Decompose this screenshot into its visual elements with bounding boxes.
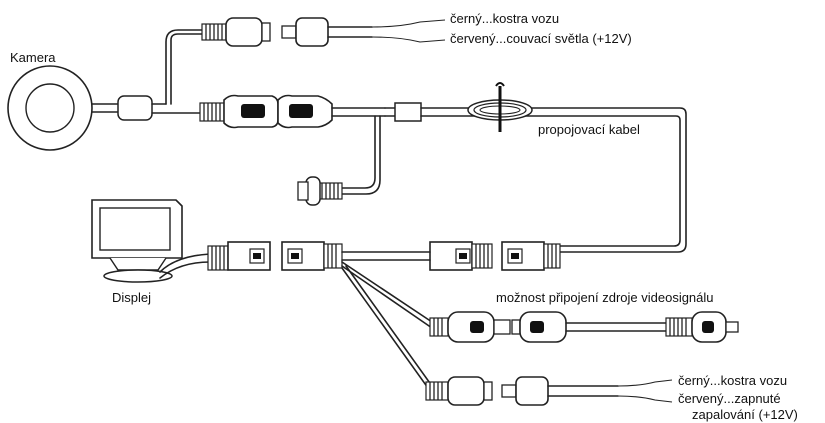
camera-power-connector	[165, 17, 446, 105]
display-harness-socket	[281, 241, 433, 389]
video-branch-connector	[297, 115, 381, 206]
display-power-connectors	[425, 376, 673, 406]
main-camera-connector	[199, 94, 386, 129]
display-monitor	[91, 199, 211, 283]
camera	[7, 65, 201, 151]
extension-cable-plugs	[429, 241, 561, 271]
extension-cable-label: propojovací kabel	[538, 122, 640, 137]
display-black-wire-label: černý...kostra vozu	[678, 373, 788, 388]
camera-black-wire-label: černý...kostra vozu	[450, 11, 560, 26]
camera-label: Kamera	[10, 50, 56, 65]
display-plug	[207, 241, 271, 271]
camera-red-wire-label: červený...couvací světla (+12V)	[450, 31, 632, 46]
display-red-wire-label: červený...zapnuté	[678, 391, 781, 406]
video-source-option-label: možnost připojení zdroje videosignálu	[496, 290, 714, 305]
display-label: Displej	[112, 290, 152, 305]
display-red-wire-label-2: zapalování (+12V)	[692, 407, 798, 422]
rca-video-connectors	[429, 311, 739, 343]
extension-cable	[384, 82, 687, 253]
